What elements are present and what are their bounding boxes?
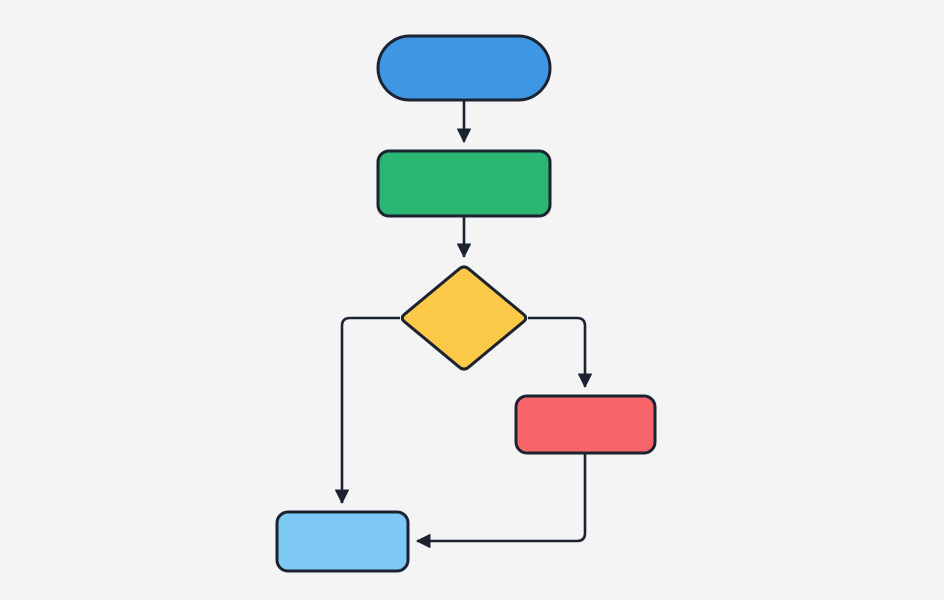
decision-node[interactable] xyxy=(400,265,528,371)
alternate-node-shape[interactable] xyxy=(514,394,657,455)
arrowhead-layer xyxy=(335,128,592,548)
alternate-node[interactable] xyxy=(514,394,657,455)
arrowhead-decision-to-alternate xyxy=(578,373,592,388)
arrowhead-decision-to-end xyxy=(335,489,349,504)
start-node-shape[interactable] xyxy=(376,34,552,102)
connector-layer xyxy=(340,100,587,543)
decision-node-shape[interactable] xyxy=(400,265,528,371)
edge-decision-to-end xyxy=(340,316,400,503)
process-node[interactable] xyxy=(376,149,552,218)
end-node[interactable] xyxy=(275,510,410,573)
end-node-shape[interactable] xyxy=(275,510,410,573)
arrowhead-alternate-to-end xyxy=(416,534,431,548)
edge-decision-to-alternate xyxy=(528,316,587,387)
start-node[interactable] xyxy=(376,34,552,102)
node-layer xyxy=(275,34,657,573)
arrowhead-start-to-process xyxy=(457,128,471,143)
arrowhead-process-to-decision xyxy=(457,243,471,258)
process-node-shape[interactable] xyxy=(376,149,552,218)
edge-alternate-to-end xyxy=(417,453,587,543)
